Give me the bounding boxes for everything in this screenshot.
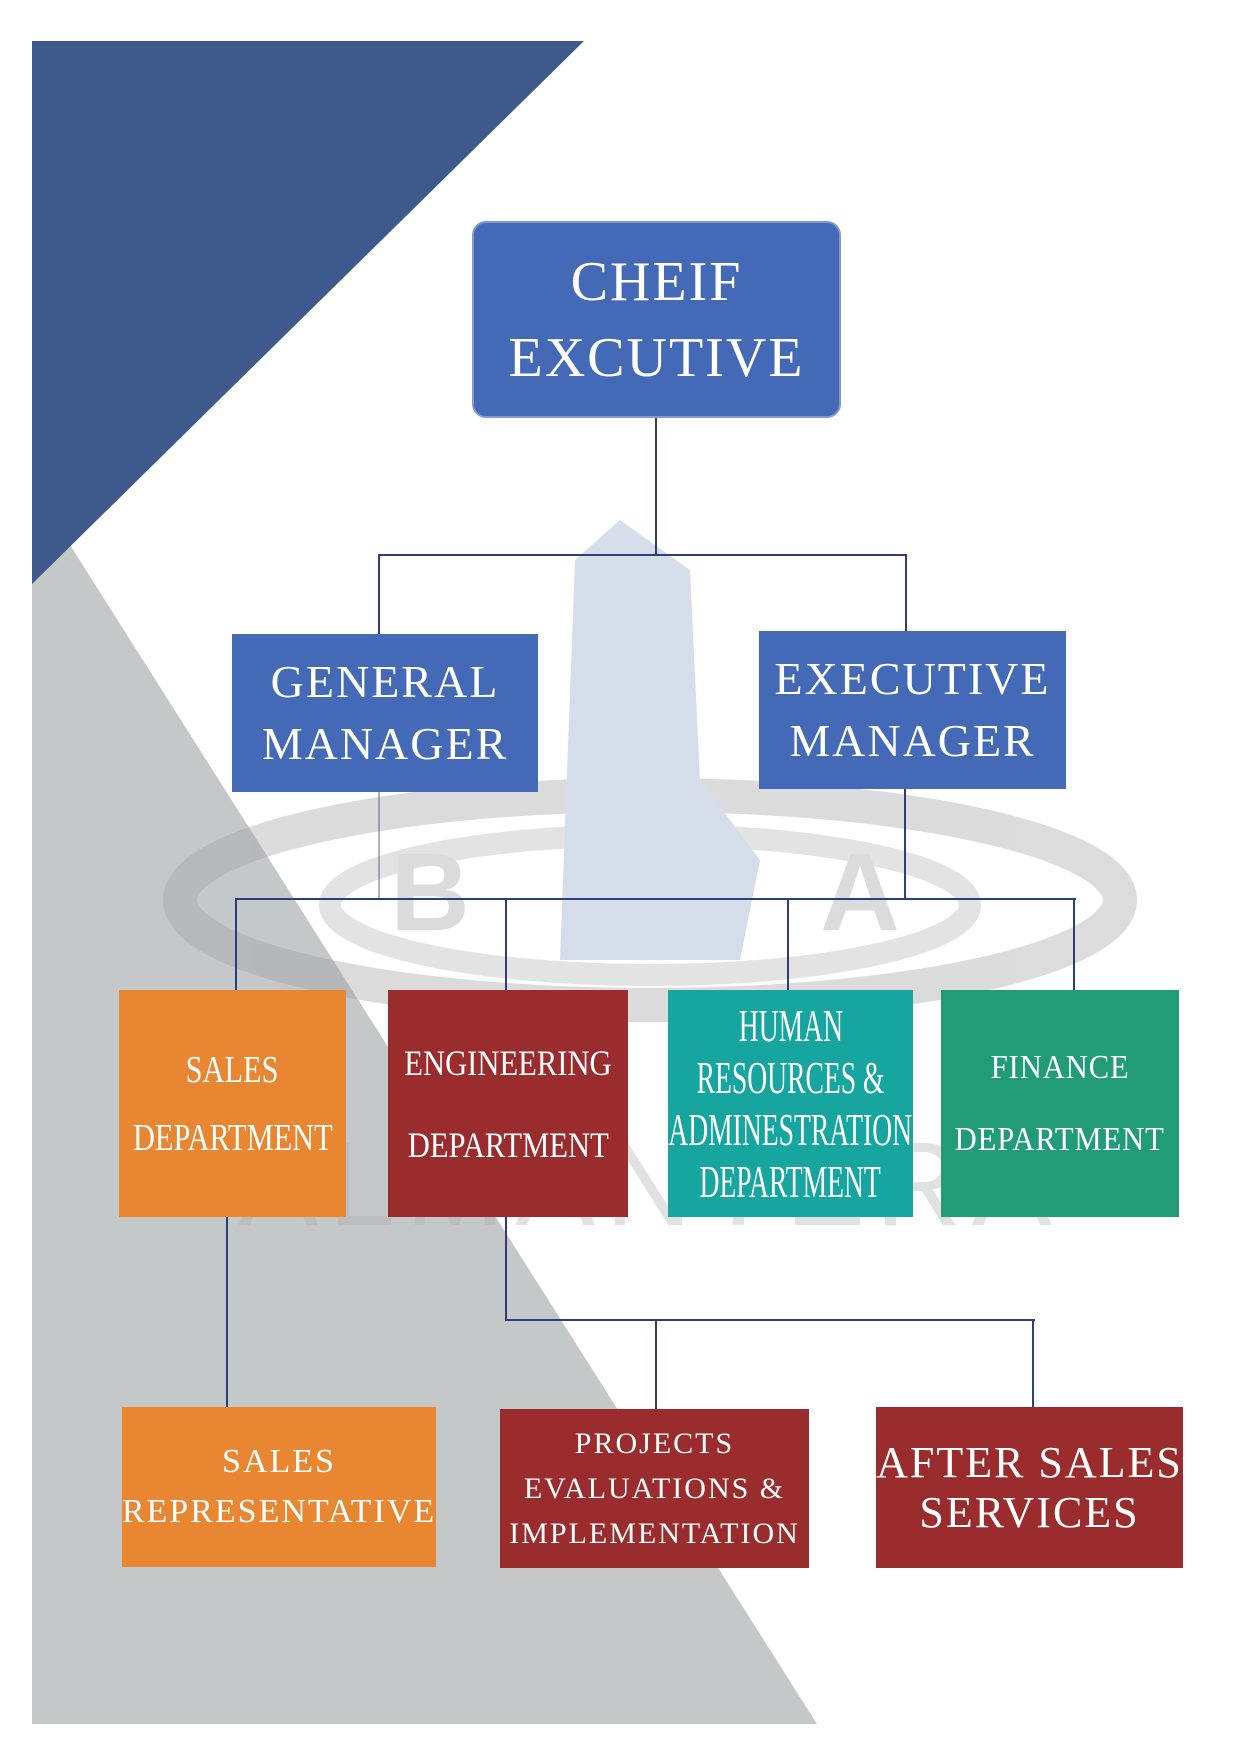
box-label: HUMAN <box>738 999 843 1051</box>
box-label: GENERAL <box>270 656 500 707</box>
executive-manager-box: EXECUTIVE MANAGER <box>759 631 1066 789</box>
box-label: SALES <box>186 1048 279 1091</box>
watermark-logo: B A ALMANTERA <box>163 520 1137 1251</box>
connector-line <box>378 554 380 634</box>
connector-line <box>378 792 380 899</box>
box-label: EXCUTIVE <box>508 326 805 389</box>
box-label: EVALUATIONS & <box>523 1472 786 1505</box>
box-label: DEPARTMENT <box>954 1120 1166 1158</box>
box-label: ADMINESTRATION <box>668 1103 913 1155</box>
box-label: REPRESENTATIVE <box>121 1493 437 1530</box>
connector-line <box>505 898 507 990</box>
connector-line <box>235 898 237 990</box>
box-label: DEPARTMENT <box>132 1116 333 1159</box>
hr-department-box: HUMAN RESOURCES & ADMINESTRATION DEPARTM… <box>668 990 913 1217</box>
box-label: SERVICES <box>919 1487 1140 1537</box>
box-label: IMPLEMENTATION <box>509 1517 800 1550</box>
box-label: MANAGER <box>789 715 1036 766</box>
connector-line <box>379 554 907 556</box>
connector-line <box>505 1319 1035 1321</box>
box-label: CHEIF <box>570 250 743 313</box>
engineering-department-box: ENGINEERING DEPARTMENT <box>388 990 628 1217</box>
connector-line <box>905 554 907 631</box>
connector-line <box>226 1217 228 1407</box>
sales-representative-box: SALES REPRESENTATIVE <box>122 1407 436 1567</box>
box-label: EXECUTIVE <box>774 653 1051 704</box>
box-label: DEPARTMENT <box>407 1124 609 1165</box>
connector-line <box>655 1319 657 1409</box>
box-label: AFTER SALES <box>876 1437 1183 1487</box>
connector-line <box>787 898 789 990</box>
finance-department-box: FINANCE DEPARTMENT <box>941 990 1179 1217</box>
watermark-letter-b: B <box>390 831 469 954</box>
connector-line <box>1073 898 1075 990</box>
watermark-letter-a: A <box>820 831 899 954</box>
box-label: ENGINEERING <box>404 1042 612 1083</box>
box-label: SALES <box>222 1443 336 1480</box>
projects-box: PROJECTS EVALUATIONS & IMPLEMENTATION <box>500 1409 809 1568</box>
general-manager-box: GENERAL MANAGER <box>232 634 538 792</box>
connector-line <box>655 418 657 555</box>
box-label: RESOURCES & <box>696 1051 885 1103</box>
box-label: FINANCE <box>990 1048 1130 1086</box>
connector-line <box>505 1217 507 1321</box>
building-icon <box>560 520 760 960</box>
after-sales-box: AFTER SALES SERVICES <box>876 1407 1183 1568</box>
connector-line <box>1032 1319 1034 1407</box>
box-label: MANAGER <box>261 718 509 769</box>
connector-line <box>236 898 1076 900</box>
blue-corner-triangle <box>32 41 584 584</box>
box-label: PROJECTS <box>574 1427 735 1460</box>
watermark-name: ALMANTERA <box>238 1117 1061 1251</box>
chief-executive-box: CHEIF EXCUTIVE <box>472 221 841 418</box>
sales-department-box: SALES DEPARTMENT <box>119 990 346 1217</box>
connector-line <box>904 789 906 899</box>
box-label: DEPARTMENT <box>699 1155 882 1207</box>
